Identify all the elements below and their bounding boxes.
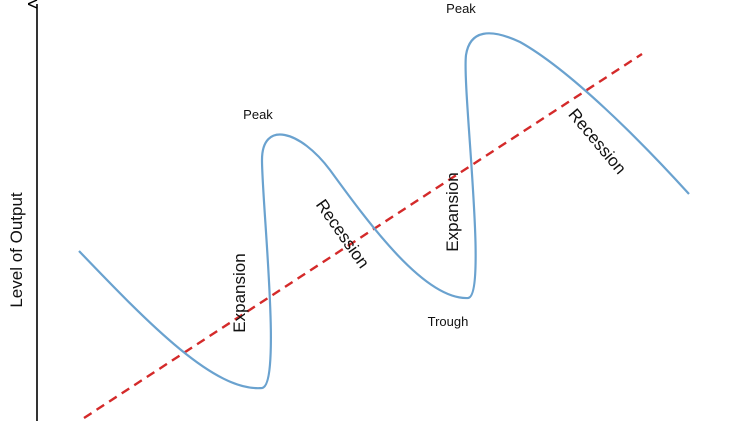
recession-label-1: Recession: [312, 196, 373, 272]
trend-line: [83, 52, 643, 420]
expansion-label-1: Expansion: [230, 253, 249, 332]
expansion-label-2: Expansion: [443, 172, 462, 251]
trough-label: Trough: [428, 314, 469, 329]
recession-label-2: Recession: [564, 105, 630, 178]
peak-label-2: Peak: [446, 1, 476, 16]
business-cycle-curve: [78, 32, 690, 390]
peak-label-1: Peak: [243, 107, 273, 122]
y-axis-label: Level of Output: [7, 192, 26, 308]
